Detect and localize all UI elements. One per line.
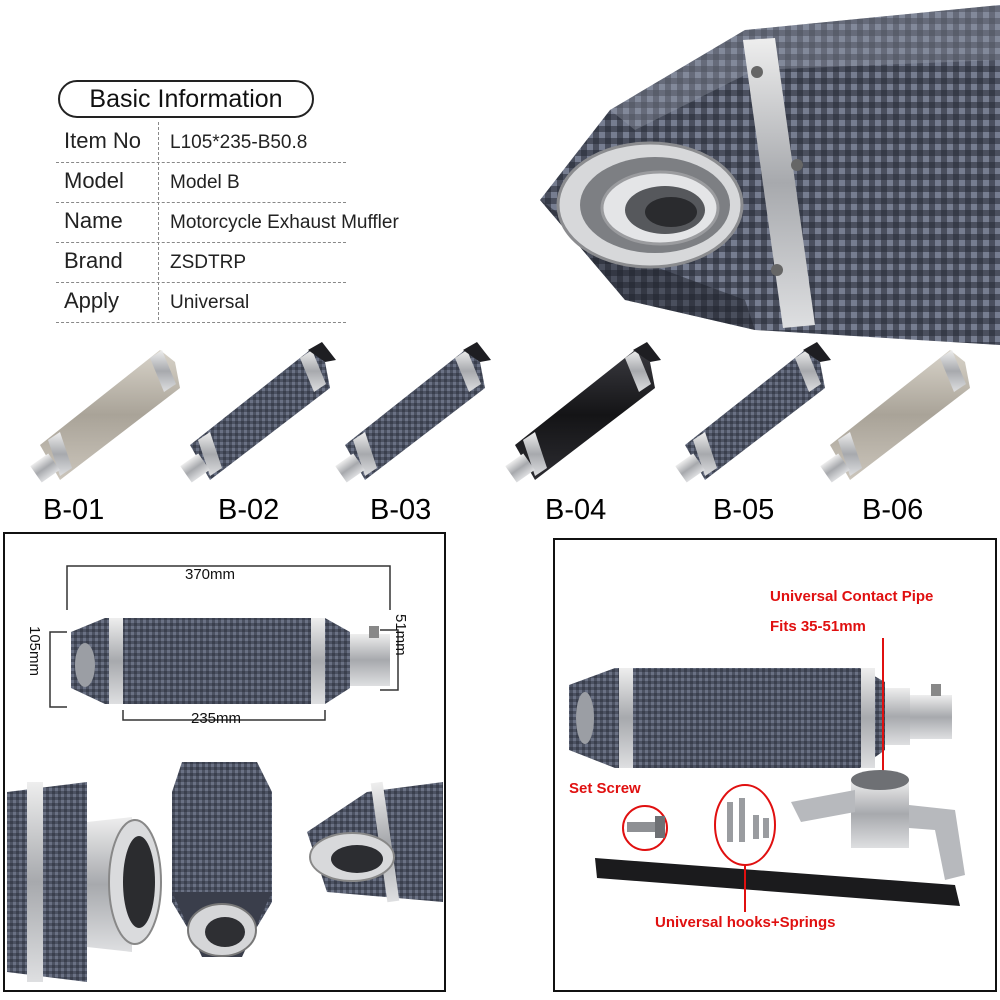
variant-label: B-04	[545, 494, 607, 526]
length-dimension: 370mm	[185, 566, 236, 583]
info-key: Apply	[64, 288, 120, 313]
divider	[158, 162, 159, 200]
info-key: Brand	[64, 248, 123, 273]
variant-muffler-b-06	[820, 350, 970, 483]
pipe-fits-label: Fits 35-51mm	[770, 618, 866, 635]
dimension-panel: 370mm 105mm 51mm 235mm	[3, 532, 446, 992]
info-value: Motorcycle Exhaust Muffler	[170, 212, 399, 233]
info-value: Model B	[170, 172, 240, 193]
info-row-apply: Apply Universal	[56, 282, 346, 323]
inlet-dimension: 51mm	[392, 614, 409, 656]
variant-label: B-01	[43, 494, 105, 526]
height-dimension: 105mm	[26, 626, 43, 677]
info-value: L105*235-B50.8	[170, 132, 308, 153]
accessories-panel: Universal Contact Pipe Fits 35-51mm Set …	[553, 538, 997, 992]
info-row-brand: Brand ZSDTRP	[56, 242, 346, 283]
variant-images	[30, 342, 970, 483]
hooks-springs-label: Universal hooks+Springs	[655, 914, 836, 931]
divider	[158, 282, 159, 320]
info-key: Name	[64, 208, 123, 233]
variant-label: B-02	[218, 494, 280, 526]
info-row-item-no: Item No L105*235-B50.8	[56, 122, 346, 163]
hero-muffler-image	[540, 5, 1000, 345]
divider	[158, 122, 159, 160]
divider	[158, 202, 159, 240]
variant-label: B-06	[862, 494, 924, 526]
variant-muffler-b-05	[675, 342, 831, 483]
info-key: Model	[64, 168, 124, 193]
variant-label: B-05	[713, 494, 775, 526]
divider	[158, 242, 159, 280]
set-screw-label: Set Screw	[569, 780, 641, 797]
info-value: ZSDTRP	[170, 252, 246, 273]
info-key: Item No	[64, 128, 142, 153]
info-row-name: Name Motorcycle Exhaust Muffler	[56, 202, 399, 243]
detail-photos	[7, 762, 443, 982]
variant-muffler-b-04	[505, 342, 661, 483]
variant-muffler-b-02	[180, 342, 336, 483]
body-dimension: 235mm	[191, 710, 242, 727]
basic-info-title: Basic Information	[58, 80, 314, 118]
dimension-drawing	[49, 565, 399, 721]
variant-muffler-b-03	[335, 342, 491, 483]
accessories-drawing	[569, 638, 965, 912]
info-row-model: Model Model B	[56, 162, 346, 203]
variant-label: B-03	[370, 494, 432, 526]
variant-muffler-b-01	[30, 350, 180, 483]
info-value: Universal	[170, 292, 250, 313]
contact-pipe-label: Universal Contact Pipe	[770, 588, 934, 605]
